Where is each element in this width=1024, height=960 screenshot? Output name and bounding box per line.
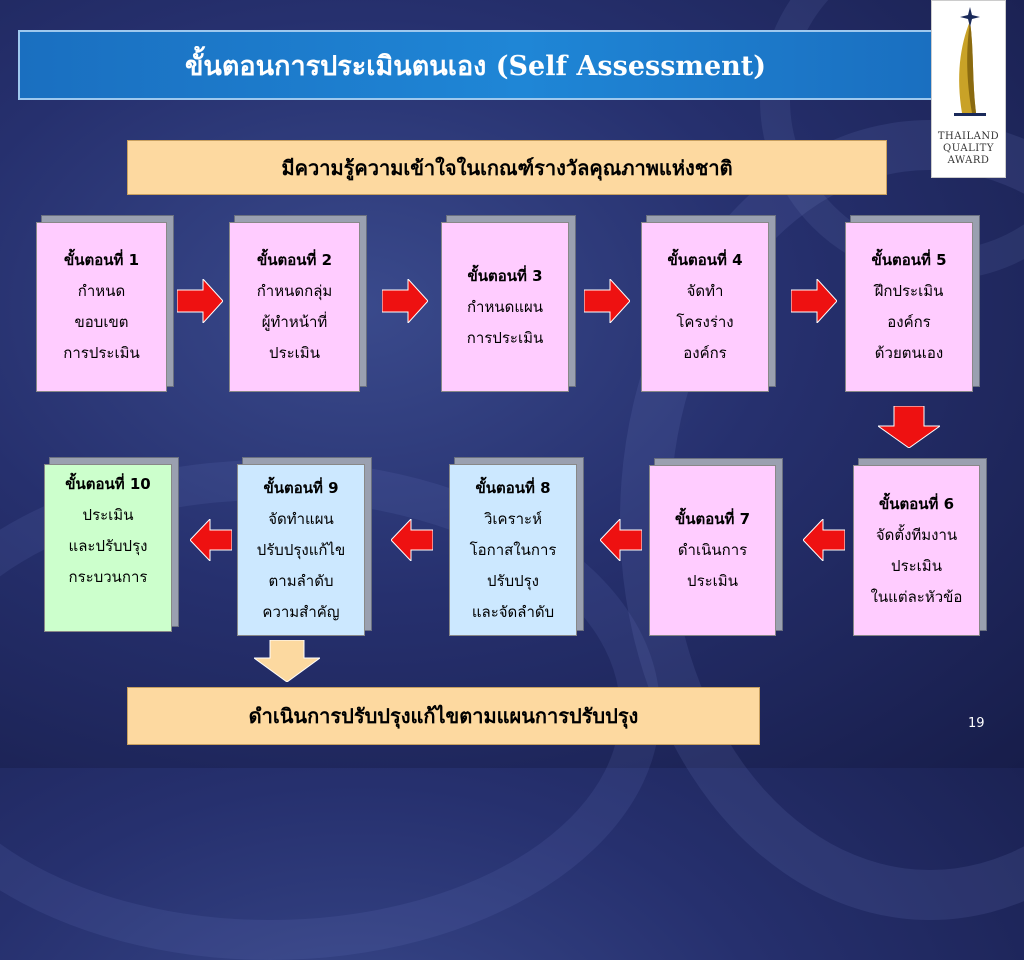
step-4-line: โครงร่าง bbox=[676, 313, 734, 331]
step-9-line: จัดทำแผน bbox=[268, 509, 334, 528]
step-6-line: ประเมิน bbox=[891, 556, 942, 575]
step-4-box: ขั้นตอนที่ 4 จัดทำ โครงร่าง องค์กร bbox=[641, 222, 769, 392]
arrow-left-icon bbox=[391, 519, 433, 561]
step-5-line: ฝึกประเมิน bbox=[874, 282, 944, 300]
step-9-line: ความสำคัญ bbox=[262, 602, 340, 621]
step-3-line: กำหนดแผน bbox=[466, 297, 544, 316]
bottom-banner-text: ดำเนินการปรับปรุงแก้ไขตามแผนการปรับปรุง bbox=[248, 704, 639, 728]
step-9-heading: ขั้นตอนที่ 9 bbox=[263, 478, 339, 497]
step-3-box: ขั้นตอนที่ 3 กำหนดแผน การประเมิน bbox=[441, 222, 569, 392]
step-4-line: องค์กร bbox=[683, 344, 727, 362]
step-2-line: ประเมิน bbox=[269, 344, 320, 362]
logo-line-2: QUALITY bbox=[943, 143, 994, 154]
step-2-heading: ขั้นตอนที่ 2 bbox=[256, 251, 333, 269]
step-6-line: จัดตั้งทีมงาน bbox=[875, 525, 958, 544]
arrow-right-icon bbox=[177, 279, 223, 323]
arrow-down-orange-icon bbox=[254, 640, 320, 682]
step-1-line: กำหนด bbox=[77, 282, 126, 300]
step-8-line: ปรับปรุง bbox=[486, 571, 539, 590]
award-flame-icon bbox=[954, 7, 986, 116]
step-10-line: ประเมิน bbox=[82, 506, 134, 524]
step-6-heading: ขั้นตอนที่ 6 bbox=[878, 494, 955, 513]
step-9-line: ตามลำดับ bbox=[268, 571, 334, 590]
step-10-box: ขั้นตอนที่ 10 ประเมิน และปรับปรุง กระบวน… bbox=[44, 464, 172, 632]
step-6-line: ในแต่ละหัวข้อ bbox=[870, 587, 963, 606]
step-5-line: ด้วยตนเอง bbox=[874, 344, 944, 362]
step-3-line: การประเมิน bbox=[466, 328, 544, 347]
step-7-box: ขั้นตอนที่ 7 ดำเนินการ ประเมิน bbox=[649, 465, 776, 636]
slide-title: ขั้นตอนการประเมินตนเอง (Self Assessment) bbox=[184, 50, 767, 82]
top-banner: มีความรู้ความเข้าใจในเกณฑ์รางวัลคุณภาพแห… bbox=[127, 140, 887, 195]
step-2-line: กำหนดกลุ่ม bbox=[256, 282, 333, 300]
arrow-down-icon bbox=[878, 406, 940, 448]
page-number: 19 bbox=[968, 716, 985, 731]
step-8-box: ขั้นตอนที่ 8 วิเคราะห์ โอกาสในการ ปรับปร… bbox=[449, 464, 577, 636]
title-bar: ขั้นตอนการประเมินตนเอง (Self Assessment) bbox=[18, 30, 933, 100]
step-7-line: ประเมิน bbox=[687, 572, 738, 590]
step-10-line: และปรับปรุง bbox=[68, 537, 148, 555]
step-6-box: ขั้นตอนที่ 6 จัดตั้งทีมงาน ประเมิน ในแต่… bbox=[853, 465, 980, 636]
arrow-right-icon bbox=[584, 279, 630, 323]
step-4-line: จัดทำ bbox=[686, 282, 724, 300]
step-7-line: ดำเนินการ bbox=[677, 541, 748, 559]
step-7-heading: ขั้นตอนที่ 7 bbox=[674, 510, 751, 528]
arrow-left-icon bbox=[803, 519, 845, 561]
step-1-heading: ขั้นตอนที่ 1 bbox=[63, 251, 140, 269]
step-10-line: กระบวนการ bbox=[68, 568, 148, 586]
thailand-quality-award-logo: THAILAND QUALITY AWARD bbox=[931, 0, 1006, 178]
step-1-box: ขั้นตอนที่ 1 กำหนด ขอบเขต การประเมิน bbox=[36, 222, 167, 392]
step-8-line: วิเคราะห์ bbox=[483, 509, 542, 528]
step-10-heading: ขั้นตอนที่ 10 bbox=[65, 475, 151, 493]
arrow-left-icon bbox=[190, 519, 232, 561]
step-9-line: ปรับปรุงแก้ไข bbox=[256, 540, 346, 559]
step-5-box: ขั้นตอนที่ 5 ฝึกประเมิน องค์กร ด้วยตนเอง bbox=[845, 222, 973, 392]
step-1-line: การประเมิน bbox=[63, 344, 140, 362]
step-9-box: ขั้นตอนที่ 9 จัดทำแผน ปรับปรุงแก้ไข ตามล… bbox=[237, 464, 365, 636]
logo-line-3: AWARD bbox=[947, 155, 990, 166]
step-4-heading: ขั้นตอนที่ 4 bbox=[667, 251, 743, 269]
step-3-heading: ขั้นตอนที่ 3 bbox=[467, 266, 543, 285]
step-2-line: ผู้ทำหน้าที่ bbox=[261, 313, 328, 331]
logo-line-1: THAILAND bbox=[937, 131, 1000, 142]
arrow-right-icon bbox=[382, 279, 428, 323]
arrow-left-icon bbox=[600, 519, 642, 561]
step-1-line: ขอบเขต bbox=[74, 313, 129, 331]
logo-text: THAILAND QUALITY AWARD bbox=[932, 131, 1005, 167]
bottom-banner: ดำเนินการปรับปรุงแก้ไขตามแผนการปรับปรุง bbox=[127, 687, 760, 745]
step-5-line: องค์กร bbox=[887, 313, 931, 331]
step-8-line: โอกาสในการ bbox=[469, 540, 557, 559]
step-8-line: และจัดลำดับ bbox=[471, 602, 555, 621]
step-2-box: ขั้นตอนที่ 2 กำหนดกลุ่ม ผู้ทำหน้าที่ ประ… bbox=[229, 222, 360, 392]
arrow-right-icon bbox=[791, 279, 837, 323]
top-banner-text: มีความรู้ความเข้าใจในเกณฑ์รางวัลคุณภาพแห… bbox=[281, 155, 733, 180]
step-8-heading: ขั้นตอนที่ 8 bbox=[475, 478, 551, 497]
step-5-heading: ขั้นตอนที่ 5 bbox=[871, 251, 947, 269]
